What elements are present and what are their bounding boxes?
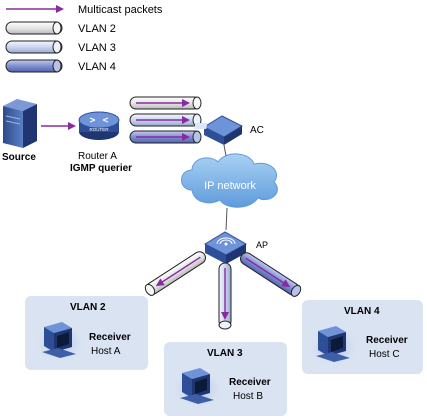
- ap-label: AP: [256, 240, 268, 250]
- link-network-ap: [225, 207, 228, 231]
- tube-vlan4-ap-hostc: [240, 252, 302, 297]
- legend-multicast-label: Multicast packets: [78, 4, 163, 16]
- host-c-computer-icon: [310, 326, 358, 365]
- host-c-name-label: Host C: [369, 349, 400, 360]
- host-a-computer-icon: [36, 322, 84, 361]
- legend-vlan4-tube: [5, 59, 63, 73]
- ac-label: AC: [250, 125, 264, 136]
- tube-vlan3-ap-hostb: [218, 262, 232, 330]
- host-a-name-label: Host A: [91, 346, 121, 357]
- router-name-label: Router A: [78, 151, 117, 162]
- host-c-group: VLAN 4 Receiver Host C: [302, 300, 423, 374]
- host-b-computer-icon: [174, 368, 222, 407]
- legend-vlan2-tube: [5, 21, 63, 35]
- legend-vlan3-tube: [5, 40, 63, 54]
- legend-vlan3-label: VLAN 3: [78, 42, 116, 54]
- host-c-vlan-label: VLAN 4: [344, 306, 380, 317]
- legend: Multicast packets VLAN 2 VLAN 3 VLAN 4: [5, 4, 163, 73]
- link-ac-network: [223, 144, 227, 157]
- router-icon: ROUTER: [78, 111, 120, 140]
- legend-vlan2-label: VLAN 2: [78, 23, 116, 35]
- ip-network-cloud: [181, 153, 278, 208]
- ap-device-icon: [203, 231, 248, 264]
- tube-vlan3-router-ac: [129, 113, 202, 127]
- host-b-vlan-label: VLAN 3: [207, 348, 243, 359]
- host-b-role-label: Receiver: [229, 377, 271, 388]
- source-server-icon: [3, 99, 37, 148]
- legend-vlan4-label: VLAN 4: [78, 61, 116, 73]
- host-b-group: VLAN 3 Receiver Host B: [164, 342, 287, 416]
- host-a-vlan-label: VLAN 2: [70, 302, 106, 313]
- host-a-group: VLAN 2 Receiver Host A: [25, 296, 148, 370]
- host-c-role-label: Receiver: [366, 335, 408, 346]
- source-label: Source: [2, 152, 36, 163]
- host-a-role-label: Receiver: [89, 332, 131, 343]
- router-badge: ROUTER: [90, 127, 110, 132]
- ip-network-label: IP network: [204, 180, 256, 192]
- tube-vlan4-router-ac: [129, 130, 202, 144]
- tube-vlan2-ap-hosta: [144, 251, 206, 296]
- ac-device-icon: [194, 115, 244, 145]
- router-role-label: IGMP querier: [70, 163, 132, 174]
- host-b-name-label: Host B: [233, 391, 263, 402]
- tube-vlan2-router-ac: [129, 96, 202, 110]
